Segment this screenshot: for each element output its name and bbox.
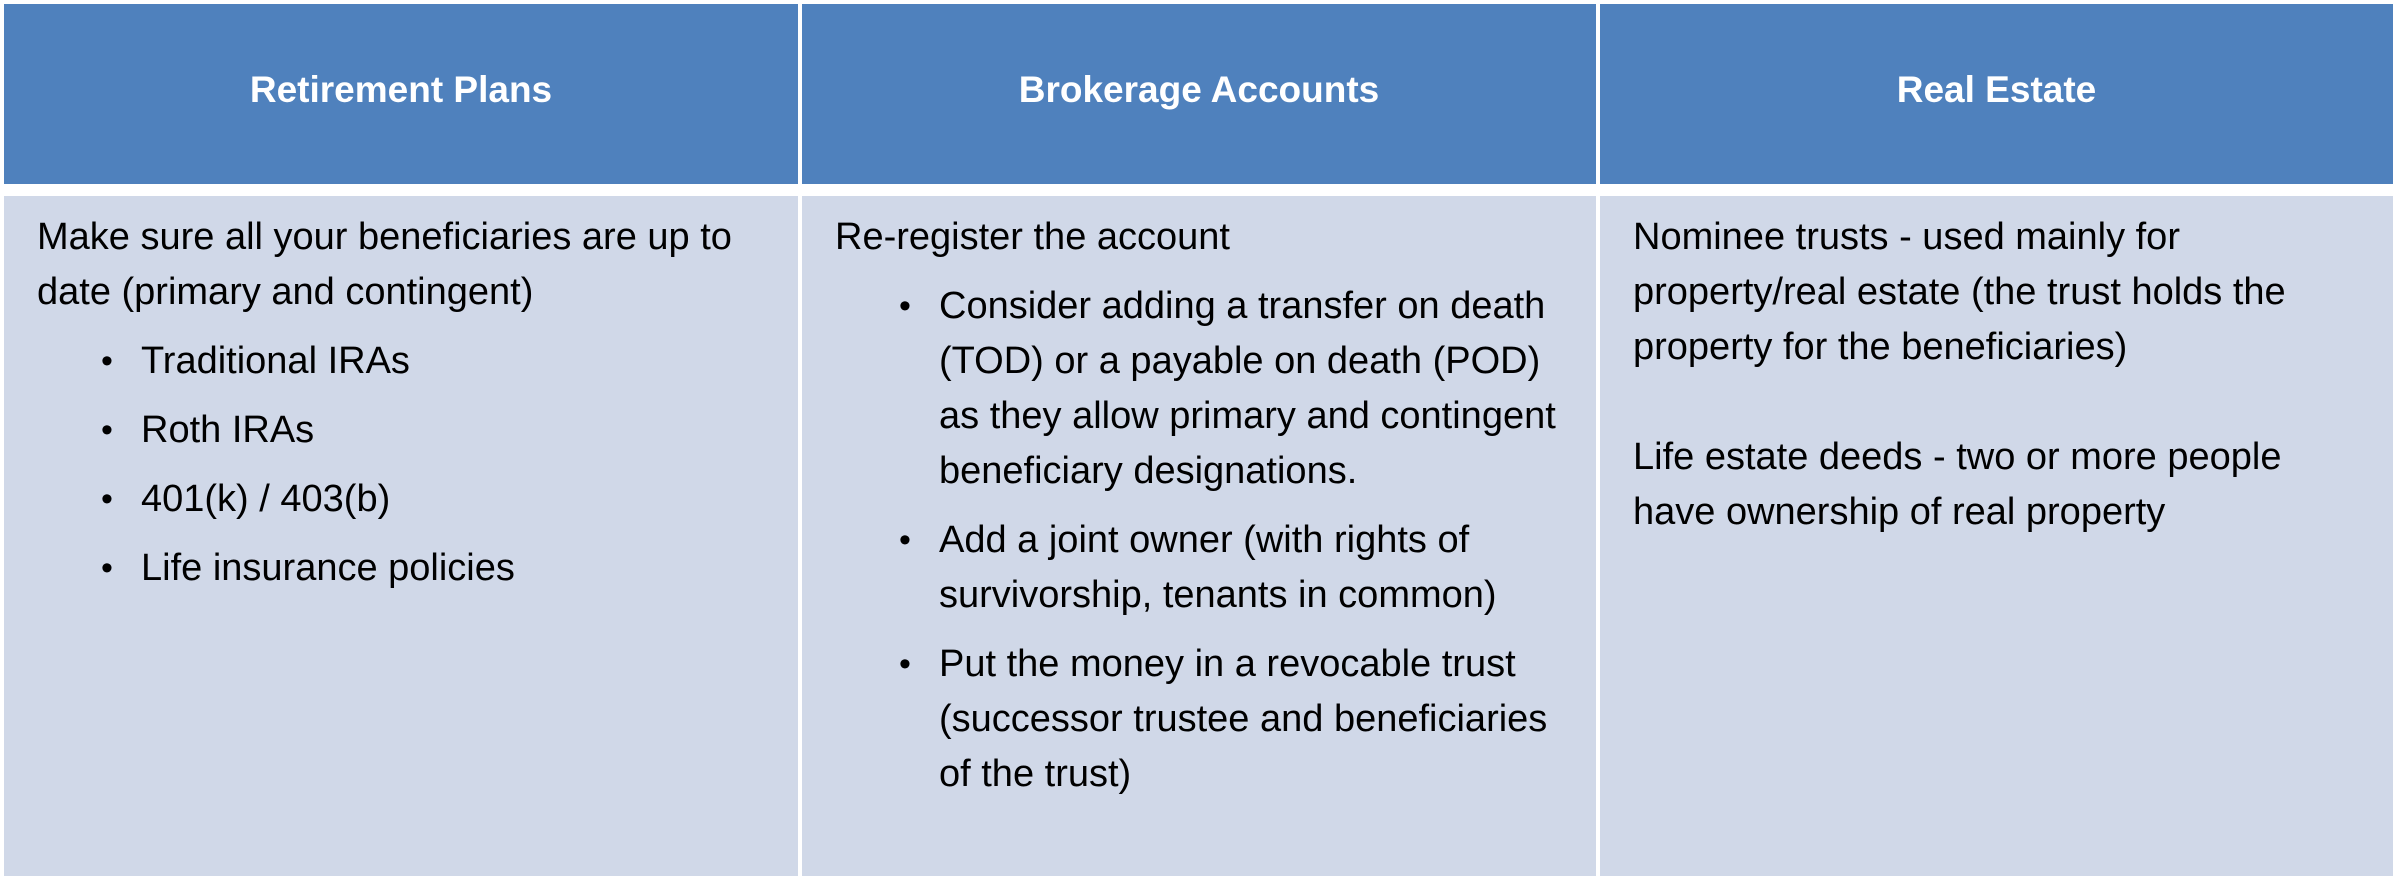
header-label: Retirement Plans: [249, 69, 553, 110]
retirement-bullet-list: • Traditional IRAs • Roth IRAs • 401(k) …: [37, 334, 778, 596]
retirement-intro: Make sure all your beneficiaries are up …: [37, 216, 732, 313]
list-item: • Roth IRAs: [37, 403, 778, 458]
list-item: • Add a joint owner (with rights of surv…: [835, 513, 1576, 623]
list-item-text: Traditional IRAs: [141, 340, 410, 382]
cell-brokerage-accounts: Re-register the account • Consider addin…: [802, 196, 1596, 876]
list-item-text: Life insurance policies: [141, 547, 515, 589]
real-estate-paragraph: Life estate deeds - two or more people h…: [1633, 436, 2282, 533]
cell-retirement-plans: Make sure all your beneficiaries are up …: [4, 196, 798, 876]
asset-transfer-table: Retirement Plans Brokerage Accounts Real…: [4, 4, 2393, 876]
header-label: Real Estate: [1896, 69, 2097, 110]
real-estate-paragraph: Nominee trusts - used mainly for propert…: [1633, 216, 2286, 368]
bullet-icon: •: [899, 645, 911, 683]
bullet-icon: •: [899, 287, 911, 325]
cell-real-estate: Nominee trusts - used mainly for propert…: [1600, 196, 2393, 876]
list-item: • Consider adding a transfer on death (T…: [835, 279, 1576, 499]
bullet-icon: •: [101, 342, 113, 380]
list-item: • Put the money in a revocable trust (su…: [835, 637, 1576, 802]
list-item-text: Consider adding a transfer on death (TOD…: [939, 285, 1556, 492]
bullet-icon: •: [101, 411, 113, 449]
bullet-icon: •: [101, 480, 113, 518]
bullet-icon: •: [899, 521, 911, 559]
list-item-text: Put the money in a revocable trust (succ…: [939, 643, 1548, 795]
list-item-text: Add a joint owner (with rights of surviv…: [939, 519, 1497, 616]
brokerage-intro: Re-register the account: [835, 216, 1230, 258]
list-item: • 401(k) / 403(b): [37, 472, 778, 527]
list-item: • Traditional IRAs: [37, 334, 778, 389]
header-brokerage-accounts: Brokerage Accounts: [802, 4, 1596, 184]
brokerage-bullet-list: • Consider adding a transfer on death (T…: [835, 279, 1576, 802]
header-label: Brokerage Accounts: [1018, 69, 1380, 110]
bullet-icon: •: [101, 549, 113, 587]
list-item-text: Roth IRAs: [141, 409, 315, 451]
header-real-estate: Real Estate: [1600, 4, 2393, 184]
header-retirement-plans: Retirement Plans: [4, 4, 798, 184]
list-item: • Life insurance policies: [37, 541, 778, 596]
list-item-text: 401(k) / 403(b): [141, 478, 391, 520]
